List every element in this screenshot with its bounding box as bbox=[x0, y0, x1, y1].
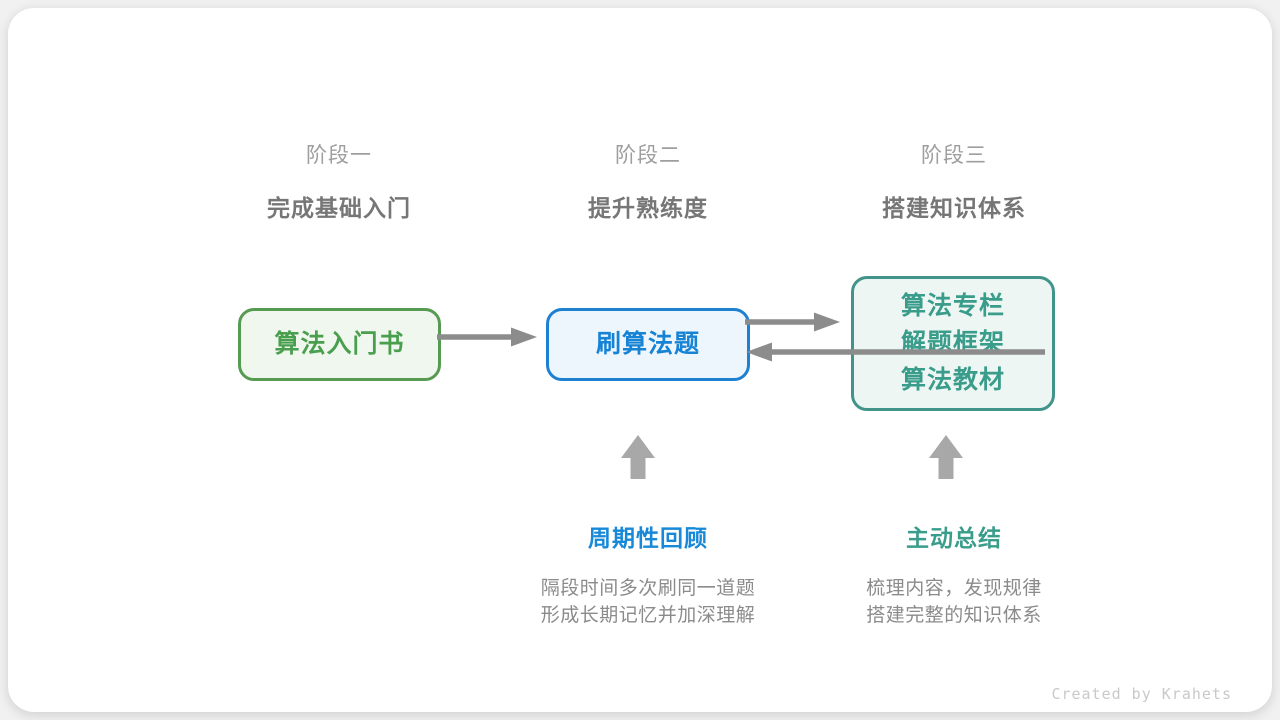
annotation-review-desc-2: 形成长期记忆并加深理解 bbox=[540, 605, 756, 626]
watermark-credit: Created by Krahets bbox=[1051, 685, 1232, 703]
stage-column-2-header: 阶段二 提升熟练度 bbox=[518, 139, 778, 223]
diagram-card: 阶段一 完成基础入门 阶段二 提升熟练度 阶段三 搭建知识体系 算法入门书 刷算… bbox=[8, 8, 1272, 712]
annotation-summarize-title: 主动总结 bbox=[906, 525, 1002, 551]
annotation-review-desc-1: 隔段时间多次刷同一道题 bbox=[540, 578, 756, 599]
stage-1-subtitle: 完成基础入门 bbox=[267, 195, 411, 221]
node-intro-book-label: 算法入门书 bbox=[274, 330, 405, 358]
annotation-summarize-desc-1: 梳理内容，发现规律 bbox=[866, 578, 1042, 599]
stage-1-label: 阶段一 bbox=[306, 144, 372, 167]
annotation-review-title: 周期性回顾 bbox=[588, 525, 708, 551]
node-knowledge-line-3: 算法教材 bbox=[900, 366, 1005, 394]
stage-3-label: 阶段三 bbox=[921, 144, 987, 167]
stage-3-subtitle: 搭建知识体系 bbox=[882, 195, 1026, 221]
annotation-summarize-desc-2: 搭建完整的知识体系 bbox=[866, 605, 1042, 626]
annotation-review: 周期性回顾 隔段时间多次刷同一道题 形成长期记忆并加深理解 bbox=[488, 519, 808, 629]
node-knowledge-sources: 算法专栏 解题框架 算法教材 bbox=[851, 276, 1055, 411]
node-knowledge-line-2: 解题框架 bbox=[900, 329, 1005, 357]
node-knowledge-line-1: 算法专栏 bbox=[900, 292, 1005, 320]
node-intro-book: 算法入门书 bbox=[238, 308, 441, 381]
annotation-summarize: 主动总结 梳理内容，发现规律 搭建完整的知识体系 bbox=[794, 519, 1114, 629]
stage-2-subtitle: 提升熟练度 bbox=[588, 195, 708, 221]
node-practice-problems: 刷算法题 bbox=[546, 308, 750, 381]
node-practice-problems-label: 刷算法题 bbox=[595, 330, 700, 358]
stage-column-3-header: 阶段三 搭建知识体系 bbox=[824, 139, 1084, 223]
stage-column-1-header: 阶段一 完成基础入门 bbox=[209, 139, 469, 223]
stage-2-label: 阶段二 bbox=[615, 144, 681, 167]
